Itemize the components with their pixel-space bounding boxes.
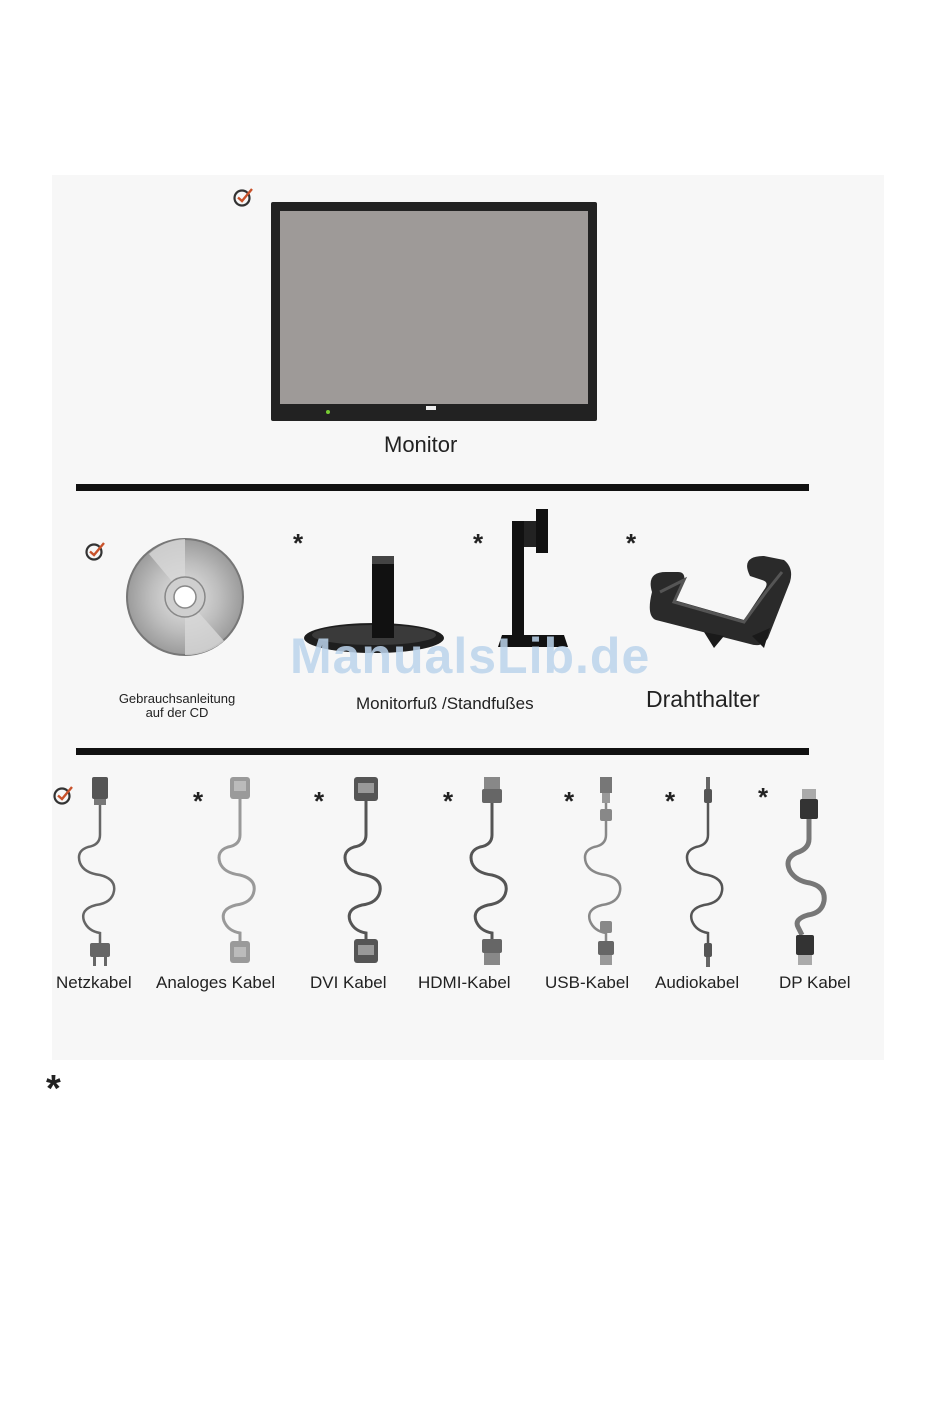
cable-label: HDMI-Kabel [418, 973, 511, 993]
optional-asterisk-icon: * [665, 788, 675, 814]
cable-label: DVI Kabel [310, 973, 387, 993]
optional-asterisk-icon: * [193, 788, 203, 814]
cable-holder-label: Drahthalter [646, 686, 760, 713]
optional-asterisk-icon: * [564, 788, 574, 814]
watermark: ManualsLib.de [290, 627, 650, 685]
monitor-label: Monitor [384, 432, 457, 458]
cd-label: Gebrauchsanleitung auf der CD [118, 692, 236, 720]
optional-asterisk-icon: * [314, 788, 324, 814]
cable-label: DP Kabel [779, 973, 851, 993]
optional-asterisk-icon: * [473, 530, 483, 556]
monitor-image [270, 201, 598, 423]
cd-disc-image [124, 536, 246, 658]
cable-holder-image [644, 552, 794, 652]
cd-label-line1: Gebrauchsanleitung [118, 692, 236, 706]
cable-label: USB-Kabel [545, 973, 629, 993]
dp-cable-image [778, 775, 838, 970]
hdmi-cable-image [462, 775, 522, 970]
usb-cable-image [576, 775, 636, 970]
stand-label: Monitorfuß /Standfußes [356, 694, 534, 714]
optional-asterisk-icon: * [758, 784, 768, 810]
cd-label-line2: auf der CD [118, 706, 236, 720]
optional-asterisk-icon: * [626, 530, 636, 556]
analog-cable-image [210, 775, 270, 970]
dvi-cable-image [336, 775, 396, 970]
included-check-icon [84, 540, 106, 562]
footnote-asterisk-icon: * [46, 1070, 61, 1108]
cable-label: Audiokabel [655, 973, 739, 993]
power-cable-image [70, 775, 130, 970]
section-divider-top [76, 484, 809, 491]
audio-cable-image [678, 775, 738, 970]
optional-asterisk-icon: * [443, 788, 453, 814]
cable-label: Netzkabel [56, 973, 132, 993]
cable-label: Analoges Kabel [156, 973, 275, 993]
section-divider-bottom [76, 748, 809, 755]
included-check-icon [232, 186, 254, 208]
